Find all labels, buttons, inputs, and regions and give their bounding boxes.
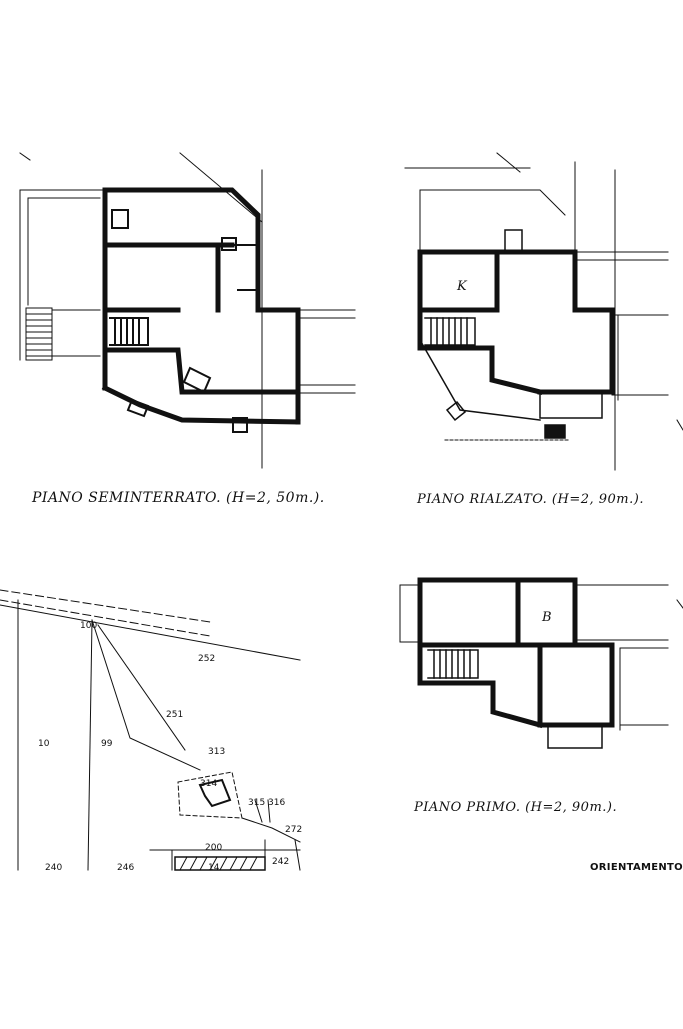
parcel-272: 272 xyxy=(285,825,302,835)
caption-seminterrato: PIANO SEMINTERRATO. (H=2, 50m.). xyxy=(32,490,325,506)
caption-primo: PIANO PRIMO. (H=2, 90m.). xyxy=(414,800,618,815)
parcel-316: 316 xyxy=(268,798,285,808)
room-label-k: K xyxy=(456,279,468,294)
plan-seminterrato xyxy=(19,152,356,469)
parcel-14: 14 xyxy=(208,863,220,873)
parcel-10: 10 xyxy=(38,739,50,749)
parcel-251: 251 xyxy=(166,710,183,720)
parcel-313: 313 xyxy=(208,747,225,757)
parcel-315: 315 xyxy=(248,798,265,808)
parcel-314: 314 xyxy=(200,779,217,789)
orientation-label: ORIENTAMENTO xyxy=(590,862,683,873)
parcel-246: 246 xyxy=(117,863,134,873)
parcel-242: 242 xyxy=(272,857,289,867)
plan-primo xyxy=(399,577,669,749)
cadastral-map xyxy=(0,589,301,871)
caption-rialzato: PIANO RIALZATO. (H=2, 90m.). xyxy=(417,492,644,507)
plan-rialzato xyxy=(404,152,669,471)
parcel-240: 240 xyxy=(45,863,62,873)
room-label-b: B xyxy=(541,610,552,625)
parcel-200: 200 xyxy=(205,843,222,853)
parcel-252: 252 xyxy=(198,654,215,664)
parcel-100: 100 xyxy=(80,621,97,631)
parcel-99: 99 xyxy=(101,739,113,749)
